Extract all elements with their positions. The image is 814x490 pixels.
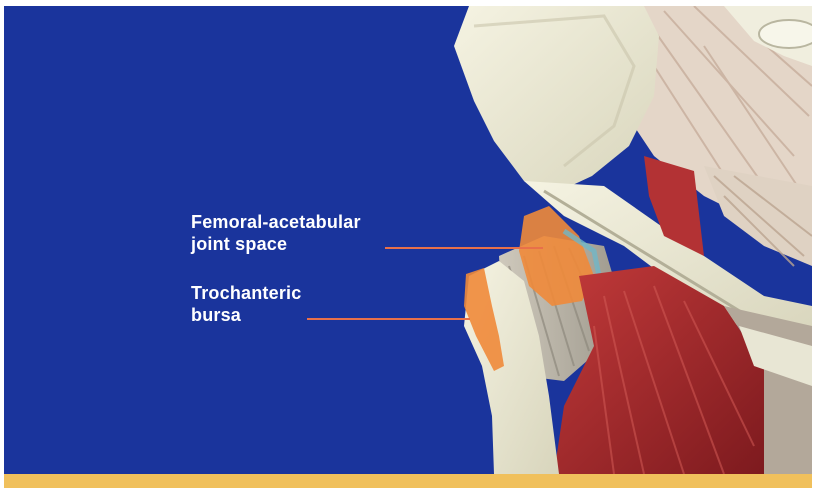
femoral-acetabular-label: Femoral-acetabular joint space <box>191 211 361 255</box>
femoral-acetabular-label-line2: joint space <box>191 233 361 255</box>
footer-bar <box>4 474 812 488</box>
femoral-acetabular-label-line1: Femoral-acetabular <box>191 211 361 233</box>
trochanteric-bursa-label-line1: Trochanteric <box>191 282 301 304</box>
trochanteric-bursa-label: Trochanteric bursa <box>191 282 301 326</box>
hip-anatomy-illustration <box>4 6 812 474</box>
trochanteric-bursa-label-line2: bursa <box>191 304 301 326</box>
